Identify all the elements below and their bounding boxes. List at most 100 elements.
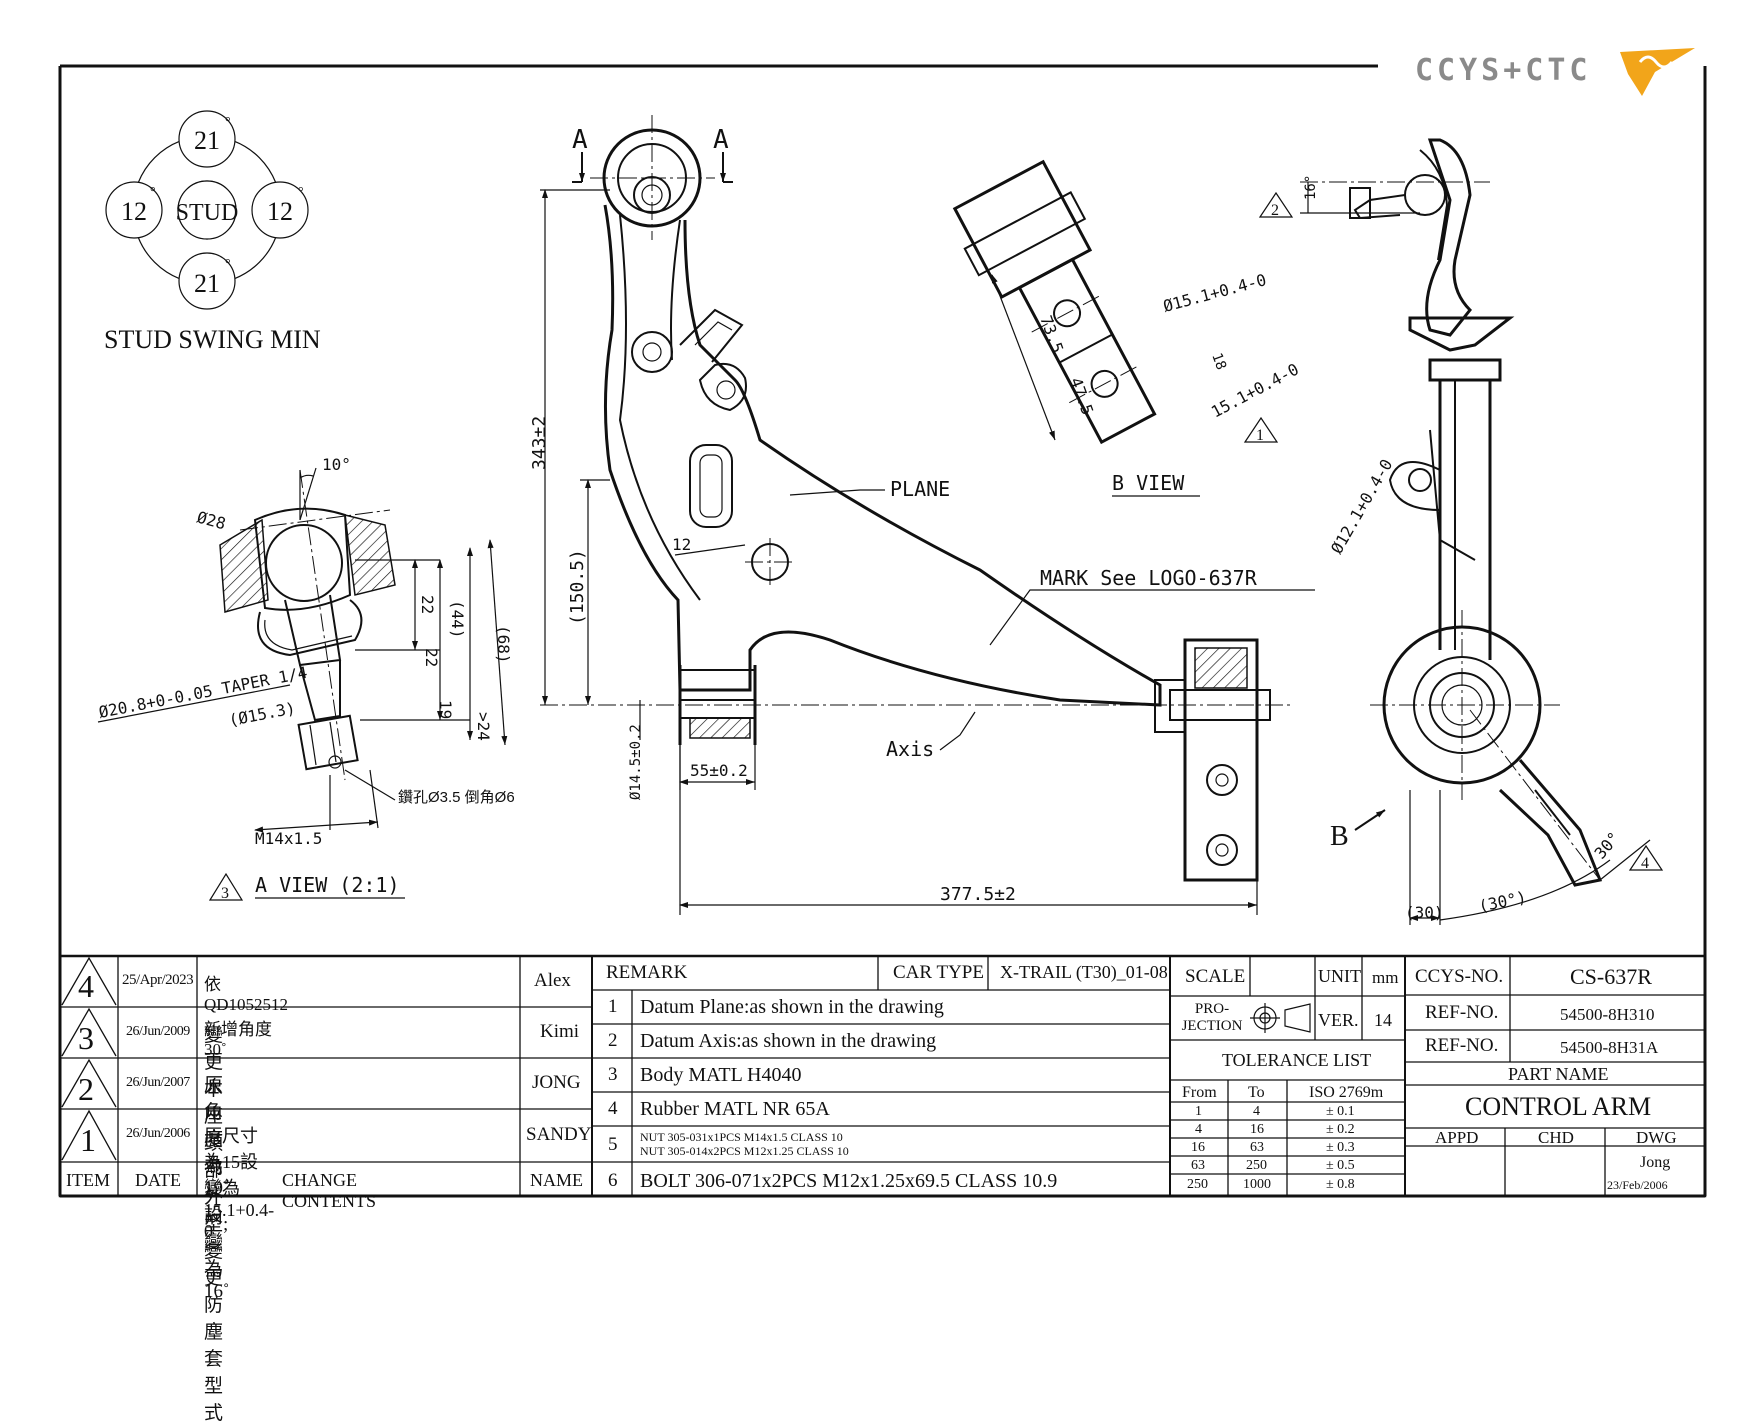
svg-text:°: ° <box>225 257 231 272</box>
section-a-right: A <box>713 125 729 155</box>
main-dim-dia: Ø14.5±0.2 <box>628 724 644 800</box>
rev-change: 依QD1052512新增角度30˚ <box>204 975 289 1059</box>
tol-from: 250 <box>1187 1177 1208 1192</box>
side-view: 16° 2 (30) (30°) 30° 4 Ø12.1+0.4-0 B <box>1258 138 1664 925</box>
rev-name: JONG <box>532 1072 581 1093</box>
swing-center-label: STUD <box>176 200 239 226</box>
b-view-title: B VIEW <box>1112 471 1185 495</box>
remark-text-2: NUT 305-014x2PCS M12x1.25 CLASS 10 <box>640 1144 849 1158</box>
ccys-no-label: CCYS-NO. <box>1415 966 1504 987</box>
side-dim30: (30) <box>1405 903 1444 922</box>
a-view-d153: (Ø15.3) <box>227 698 297 730</box>
remark-no: 5 <box>608 1134 618 1155</box>
tol-header-to: To <box>1248 1084 1265 1101</box>
tol-to: 250 <box>1246 1158 1267 1173</box>
b-view-dim18: 18 <box>1208 351 1229 372</box>
main-view: A A 12 <box>529 115 1315 915</box>
dwg-date: 23/Feb/2006 <box>1607 1178 1668 1192</box>
rev-marker: 1 <box>80 1122 96 1158</box>
remark-text: Body MATL H4040 <box>640 1064 802 1086</box>
tol-to: 16 <box>1250 1122 1264 1137</box>
tol-value: ± 0.3 <box>1326 1140 1355 1155</box>
tol-from: 63 <box>1191 1158 1205 1173</box>
sheet-border <box>58 64 1707 1198</box>
rev-marker: 2 <box>78 1071 94 1107</box>
ref-no-label-2: REF-NO. <box>1425 1035 1499 1056</box>
a-view-rev-marker: 3 <box>221 885 229 902</box>
b-view: 73.5 47.5 Ø15.1+0.4-0 18 15.1+0.4-0 1 B … <box>952 159 1302 497</box>
rev-date: 25/Apr/2023 <box>122 972 194 988</box>
tol-value: ± 0.2 <box>1326 1122 1355 1137</box>
remark-text: BOLT 306-071x2PCS M12x1.25x69.5 CLASS 10… <box>640 1170 1058 1192</box>
tol-to: 1000 <box>1243 1177 1271 1192</box>
swing-bottom-value: 21 <box>194 269 220 298</box>
remark-no: 2 <box>608 1030 618 1051</box>
stud-swing-title: STUD SWING MIN <box>104 325 321 354</box>
a-view-angle: 10° <box>322 455 351 474</box>
tol-from: 1 <box>1195 1104 1202 1119</box>
b-view-dim735: 73.5 <box>1036 313 1067 356</box>
rev-marker: 4 <box>78 968 94 1004</box>
ccys-no-value: CS-637R <box>1570 964 1652 989</box>
tol-header-iso: ISO 2769m <box>1309 1084 1384 1101</box>
part-name-label: PART NAME <box>1508 1064 1609 1084</box>
rev-header-date: DATE <box>135 1170 181 1190</box>
rev-date: 26/Jun/2009 <box>126 1024 190 1039</box>
remark-no: 3 <box>608 1064 618 1085</box>
svg-text:°: ° <box>298 185 304 200</box>
side-angle16: 16° <box>1303 175 1319 200</box>
b-view-d151a: Ø15.1+0.4-0 <box>1161 270 1268 316</box>
a-view-section: 10° Ø28 22 22 (44) (68) 19 >24 Ø20.8+0-0… <box>97 455 515 902</box>
b-view-rev-marker: 1 <box>1256 427 1264 444</box>
dwg-label: DWG <box>1636 1128 1677 1147</box>
rev-header-name: NAME <box>530 1170 583 1190</box>
tol-to: 4 <box>1253 1104 1260 1119</box>
remark-no: 4 <box>608 1098 618 1119</box>
remark-no: 1 <box>608 996 618 1017</box>
tol-from: 16 <box>1191 1140 1205 1155</box>
a-view-thread: M14x1.5 <box>255 829 322 848</box>
appd-label: APPD <box>1435 1128 1479 1147</box>
main-dim-bushing: 55±0.2 <box>690 761 748 780</box>
part-info-grid <box>1405 956 1705 1196</box>
ref-no-label-1: REF-NO. <box>1425 1002 1499 1023</box>
main-dim-12: 12 <box>672 535 691 554</box>
main-dim-mid: (150.5) <box>567 549 588 625</box>
rev-name: Kimi <box>540 1021 580 1042</box>
side-d121: Ø12.1+0.4-0 <box>1327 456 1396 557</box>
rev-change: 原尺寸為15設變為15.1+0.4-0 <box>204 1126 275 1241</box>
section-a-left: A <box>572 125 588 155</box>
rev-header-change: CHANGE CONTENTS <box>282 1170 376 1211</box>
ref-no-value-1: 54500-8H310 <box>1560 1005 1655 1024</box>
svg-text:°: ° <box>150 185 156 200</box>
remark-header: REMARK <box>606 962 688 983</box>
stud-swing-diagram: 21 12 12 21 STUD ° ° ° ° STUD SWING MIN <box>104 110 321 354</box>
tol-value: ± 0.1 <box>1326 1104 1355 1119</box>
side-rev2: 2 <box>1271 202 1279 219</box>
tol-value: ± 0.5 <box>1326 1158 1355 1173</box>
remark-text: NUT 305-031x1PCS M14x1.5 CLASS 10 <box>640 1130 843 1144</box>
rev-date: 26/Jun/2006 <box>126 1126 190 1141</box>
car-type-label: CAR TYPE <box>893 962 984 983</box>
remark-text: Rubber MATL NR 65A <box>640 1098 830 1120</box>
main-dim-length: 377.5±2 <box>940 884 1016 905</box>
a-view-d28: Ø28 <box>195 508 228 534</box>
remark-text: Datum Axis:as shown in the drawing <box>640 1030 937 1052</box>
tolerance-title: TOLERANCE LIST <box>1222 1050 1372 1070</box>
tol-header-from: From <box>1182 1084 1217 1101</box>
main-label-axis: Axis <box>886 737 934 761</box>
tol-from: 4 <box>1195 1122 1202 1137</box>
swing-left-value: 12 <box>121 197 147 226</box>
rev-name: Alex <box>534 970 571 991</box>
a-view-dim19: 19 <box>436 700 455 719</box>
a-view-dim44: (44) <box>448 600 467 639</box>
side-angle30: 30° <box>1591 828 1624 862</box>
ver-value: 14 <box>1374 1010 1392 1030</box>
rev-header-item: ITEM <box>66 1170 110 1190</box>
swing-top-value: 21 <box>194 126 220 155</box>
title-block <box>58 954 1707 1198</box>
side-rev4: 4 <box>1641 855 1649 872</box>
logo-swoosh-icon <box>1620 48 1695 96</box>
a-view-dim24: >24 <box>474 712 493 741</box>
a-view-dim22b: 22 <box>422 648 441 667</box>
